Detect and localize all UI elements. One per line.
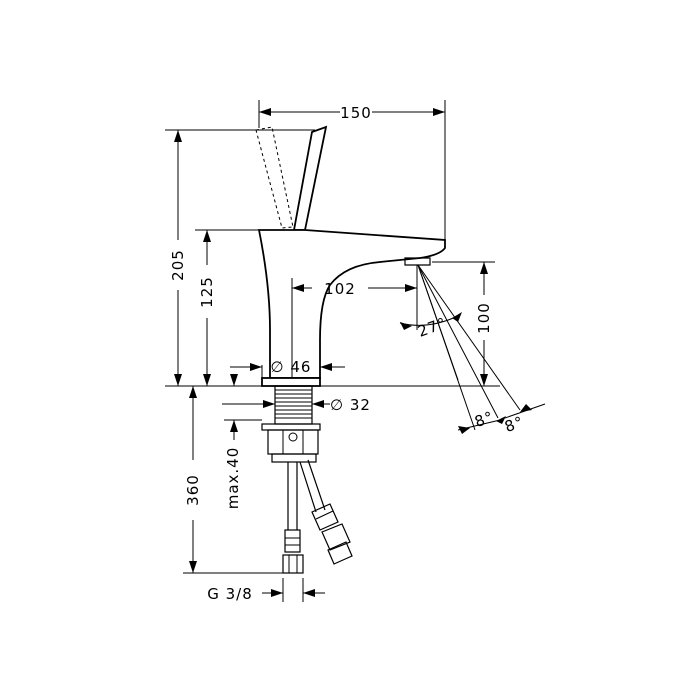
mounting-assembly	[261, 385, 353, 574]
dim-height-125: 125	[198, 276, 216, 308]
dim-max-40: max.40	[224, 447, 242, 510]
dim-reach-102: 102	[324, 280, 356, 298]
dim-shank-diameter: ∅ 32	[330, 396, 371, 414]
dimension-labels: 150 205 125 102 100 ∅ 46 ∅ 32 27° 8° 8° …	[169, 104, 526, 603]
dim-tilt-angle-2: 8°	[502, 413, 526, 436]
dim-outlet-100: 100	[475, 302, 493, 334]
dim-width-150: 150	[340, 104, 372, 122]
dim-connection-g38: G 3/8	[207, 585, 253, 603]
dim-base-diameter: ∅ 46	[271, 358, 312, 376]
faucet-body	[255, 125, 446, 387]
dim-height-205: 205	[169, 249, 187, 281]
dim-spray-angle: 27°	[415, 314, 449, 341]
dim-length-360: 360	[184, 474, 202, 506]
dim-tilt-angle-1: 8°	[472, 408, 496, 431]
dimension-lines	[165, 100, 546, 602]
